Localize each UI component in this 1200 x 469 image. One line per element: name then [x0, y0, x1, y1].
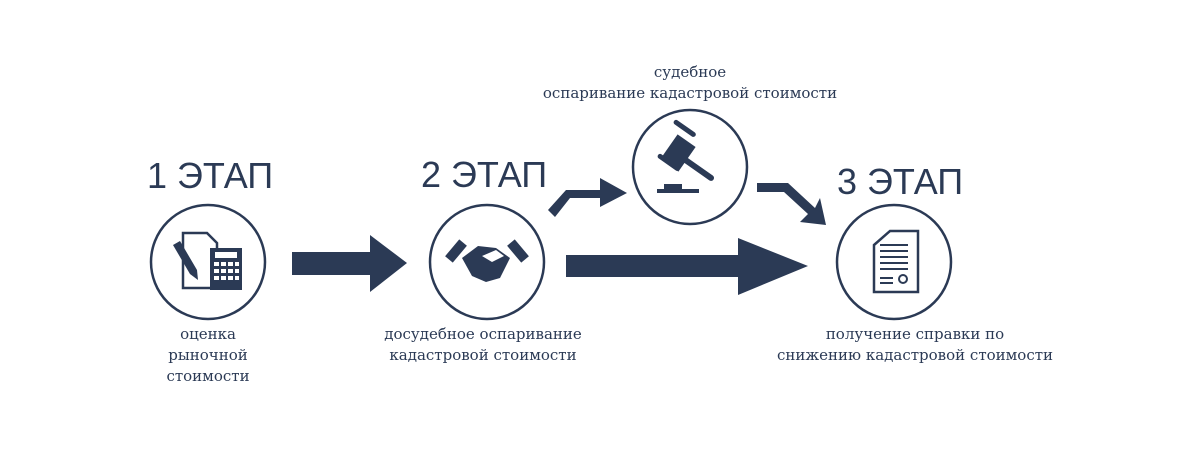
label-line: снижению кадастровой стоимости: [776, 346, 1054, 364]
certificate-document-icon: [872, 229, 920, 294]
label-line: стоимости: [166, 367, 250, 385]
arrow-stage1-to-stage2: [292, 235, 407, 292]
gavel-icon: [657, 119, 715, 193]
arrow-stage2-to-stage3: [566, 238, 808, 295]
stage-2-label: досудебное оспаривание кадастровой стоим…: [384, 324, 582, 366]
stage-1-circle: [149, 203, 267, 321]
label-line: получение справки по: [825, 325, 1005, 343]
label-line: рыночной: [168, 346, 248, 364]
label-line: оценка: [180, 325, 236, 343]
label-line: кадастровой стоимости: [389, 346, 577, 364]
handshake-icon: [445, 239, 529, 282]
label-line: оспаривание кадастровой стоимости: [542, 84, 838, 102]
stage-3-title: 3 ЭТАП: [837, 161, 964, 202]
stage-2-title: 2 ЭТАП: [421, 154, 548, 195]
court-label: судебное оспаривание кадастровой стоимос…: [543, 62, 837, 104]
stage-3-circle: [835, 203, 953, 321]
label-line: досудебное оспаривание: [384, 325, 582, 343]
court-circle: [631, 108, 749, 226]
label-line: судебное: [653, 63, 727, 81]
stage-1-label: оценка рыночной стоимости: [166, 324, 249, 387]
stage-3-label: получение справки по снижению кадастрово…: [777, 324, 1053, 366]
calculator-document-icon: [173, 231, 242, 290]
stage-1-title: 1 ЭТАП: [147, 155, 274, 196]
stage-2-circle: [428, 203, 546, 321]
arrow-court-to-stage3: [757, 183, 826, 225]
arrow-stage2-to-court: [548, 178, 627, 217]
